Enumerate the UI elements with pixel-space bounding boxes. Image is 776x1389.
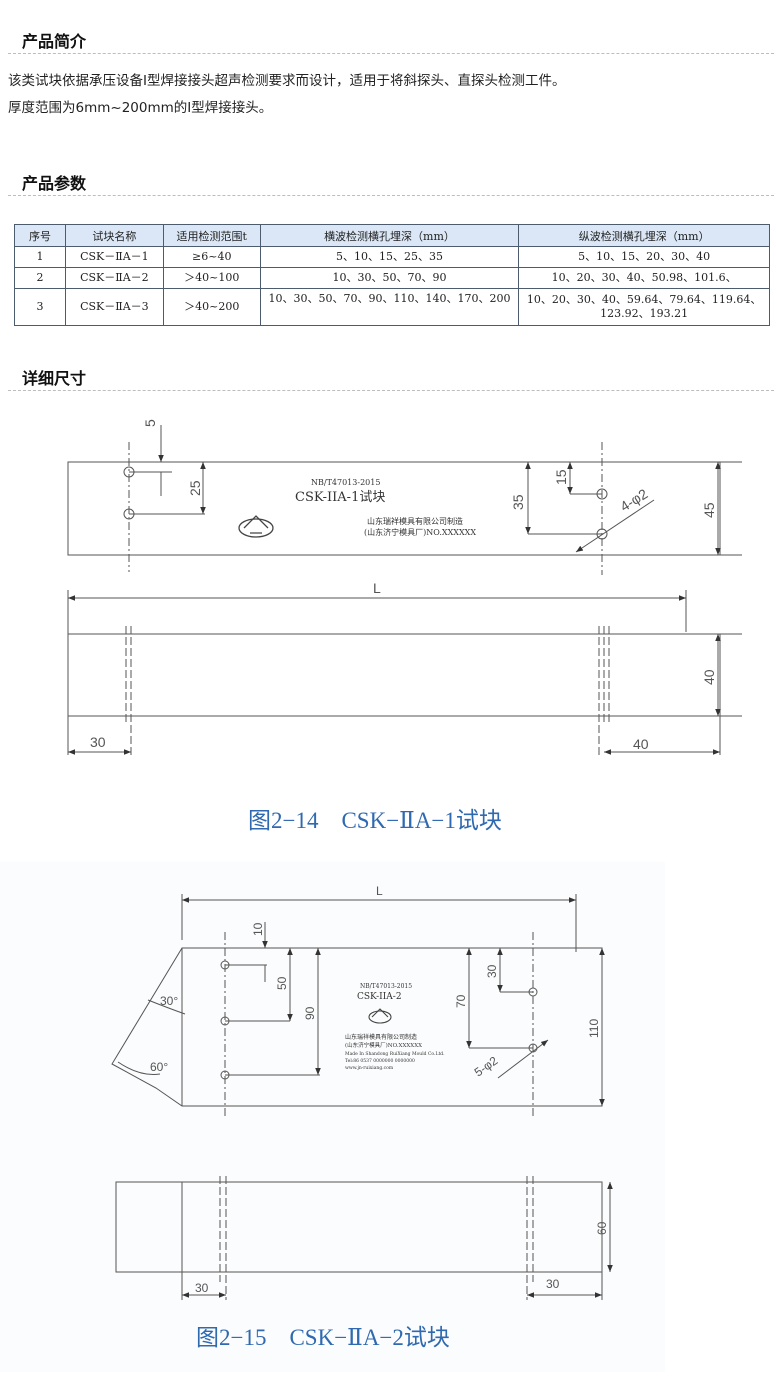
dim-label-35: 35 [510,494,526,510]
dim-label-90: 90 [303,1006,317,1020]
table-header-row: 序号 试块名称 适用检测范围t 横波检测横孔埋深（mm） 纵波检测横孔埋深（mm… [14,224,770,247]
dim-label-5: 5 [142,419,158,427]
figure-csk-iia-2: L 10 50 90 30 70 110 5-φ2 30° 60° 60 30 … [0,862,665,1372]
company-logo [368,1008,392,1024]
table-row: 1 CSK－ⅡA－1 ≥6~40 5、10、15、25、35 5、10、15、2… [14,246,770,268]
dim-label-70: 70 [454,994,468,1008]
intro-line-2: 厚度范围为6mm~200mm的I型焊接接头。 [8,100,273,116]
dim-label-45: 45 [701,502,717,518]
company-logo [238,515,274,538]
dim-label-110: 110 [587,1019,601,1038]
block-maker-line1: 山东瑞祥模具有限公司制造 [367,516,463,526]
divider [8,390,774,391]
cell-no: 1 [14,246,66,268]
cell-name: CSK－ⅡA－2 [64,267,164,289]
angle-arc [147,999,186,1015]
dim-label-30-left: 30 [195,1281,209,1295]
intro-title: 产品简介 [22,32,87,51]
block-maker-line3: Made In Shandong RuiXiang Mould Co.Ltd. [345,1051,445,1057]
table-row: 2 CSK－ⅡA－2 ＞40~100 10、30、50、70、90 10、20、… [14,267,770,289]
dim-label-holes: 4-φ2 [617,485,651,514]
cell-longitudinal-line1: 5、10、15、20、30、40 [578,250,711,263]
params-table: 序号 试块名称 适用检测范围t 横波检测横孔埋深（mm） 纵波检测横孔埋深（mm… [14,224,770,326]
intro-line-1: 该类试块依据承压设备I型焊接接头超声检测要求而设计，适用于将斜探头、直探头检测工… [8,73,566,89]
cell-range: ≥6~40 [162,246,261,268]
cell-longitudinal-line1: 10、20、30、40、59.64、79.64、119.64、 [526,293,762,306]
cell-longitudinal: 10、20、30、40、59.64、79.64、119.64、 123.92、1… [518,288,770,326]
dim-label-30-right: 30 [546,1277,560,1291]
cell-range: ＞40~200 [162,288,261,326]
col-header-name: 试块名称 [64,224,164,247]
dim-label-25: 25 [187,480,203,496]
figure-csk-iia-1: 5 25 35 15 45 4-φ2 L 40 30 40 NB/T47013-… [67,419,742,833]
table-row: 3 CSK－ⅡA－3 ＞40~200 10、30、50、70、90、110、14… [14,288,770,326]
cell-range: ＞40~100 [162,267,261,289]
angle-label-60: 60° [150,1060,168,1074]
block-model-name: CSK-IIA-2 [357,992,402,1002]
dim-label-30-vertical: 30 [485,964,499,978]
cell-name: CSK－ⅡA－1 [64,246,164,268]
figure-caption: 图2−15 CSK−ⅡA−2试块 [196,1325,450,1350]
dim-label-L: L [376,884,383,898]
block-maker-line1: 山东瑞祥模具有限公司制造 [345,1033,417,1041]
block-maker-line2: (山东济宁模具厂)NO.XXXXXX [364,527,476,537]
col-header-no: 序号 [14,224,66,247]
block-front-view [67,633,721,717]
dim-label-40-height: 40 [701,669,717,685]
cell-no: 3 [14,288,66,326]
divider [8,195,774,196]
col-header-range: 适用检测范围t [162,224,261,247]
block-standard-code: NB/T47013-2015 [360,983,412,990]
cell-no: 2 [14,267,66,289]
cell-longitudinal-line1: 10、20、30、40、50.98、101.6、 [551,271,737,284]
cell-name: CSK－ⅡA－3 [64,288,164,326]
figure-caption: 图2−14 CSK−ⅡA−1试块 [248,808,502,833]
intro-text: 该类试块依据承压设备I型焊接接头超声检测要求而设计，适用于将斜探头、直探头检测工… [8,68,768,122]
divider [8,53,774,54]
block-maker-line5: www.jn-ruixiang.com [345,1065,394,1071]
cell-shear: 10、30、50、70、90、110、140、170、200 [259,288,520,326]
col-header-longitudinal: 纵波检测横孔埋深（mm） [518,224,770,247]
cell-longitudinal: 10、20、30、40、50.98、101.6、 [518,267,770,289]
dim-label-60: 60 [595,1221,609,1235]
angle-arc [117,1061,161,1075]
leader-line [497,1039,549,1079]
dim-label-L: L [373,580,381,596]
cell-shear: 5、10、15、25、35 [259,246,520,268]
dim-label-10: 10 [251,922,265,936]
block-model-name: CSK-IIA-1试块 [295,490,385,505]
cell-longitudinal: 5、10、15、20、30、40 [518,246,770,268]
cell-shear: 10、30、50、70、90 [259,267,520,289]
dim-label-40: 40 [633,736,649,752]
angle-label-30: 30° [160,994,178,1008]
cell-longitudinal-line2: 123.92、193.21 [600,307,689,320]
block-maker-line2: (山东济宁模具厂)NO.XXXXXX [345,1041,422,1049]
leader-line [575,499,655,553]
dims-title: 详细尺寸 [22,369,87,388]
params-title: 产品参数 [22,174,87,193]
dim-label-15: 15 [553,469,569,485]
dim-label-50: 50 [275,976,289,990]
col-header-shear: 横波检测横孔埋深（mm） [259,224,520,247]
block-maker-line4: Tel:86 0537 0000000 0000000 [345,1058,415,1064]
dim-label-30: 30 [90,734,106,750]
block-standard-code: NB/T47013-2015 [311,478,380,487]
